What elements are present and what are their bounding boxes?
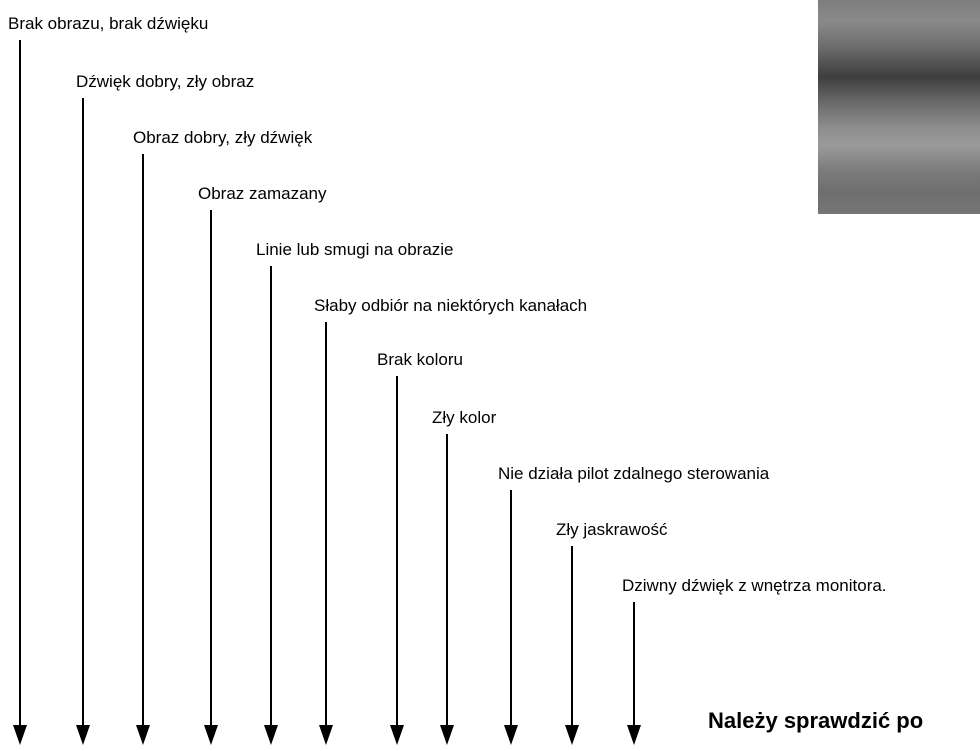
label-lines-on-picture: Linie lub smugi na obrazie (256, 240, 454, 259)
label-no-picture-no-sound: Brak obrazu, brak dźwięku (8, 14, 209, 33)
arrow-head (319, 725, 333, 745)
label-no-color: Brak koloru (377, 350, 463, 369)
arrow-head (390, 725, 404, 745)
gradient-image (818, 0, 980, 214)
label-sound-ok-bad-picture: Dźwięk dobry, zły obraz (76, 72, 255, 91)
footer-text: Należy sprawdzić po (708, 708, 924, 733)
arrow-head (264, 725, 278, 745)
label-bad-color: Zły kolor (432, 408, 497, 427)
arrow-head (204, 725, 218, 745)
arrow-head (13, 725, 27, 745)
label-picture-ok-bad-sound: Obraz dobry, zły dźwięk (133, 128, 313, 147)
label-blurry-picture: Obraz zamazany (198, 184, 327, 203)
label-weak-reception: Słaby odbiór na niektórych kanałach (314, 296, 588, 315)
arrow-head (627, 725, 641, 745)
arrow-head (136, 725, 150, 745)
arrow-head (76, 725, 90, 745)
arrow-head (565, 725, 579, 745)
arrow-head (504, 725, 518, 745)
label-remote-not-working: Nie działa pilot zdalnego sterowania (498, 464, 770, 483)
arrow-head (440, 725, 454, 745)
label-strange-sound: Dziwny dźwięk z wnętrza monitora. (622, 576, 887, 595)
label-bad-brightness: Zły jaskrawość (556, 520, 668, 539)
